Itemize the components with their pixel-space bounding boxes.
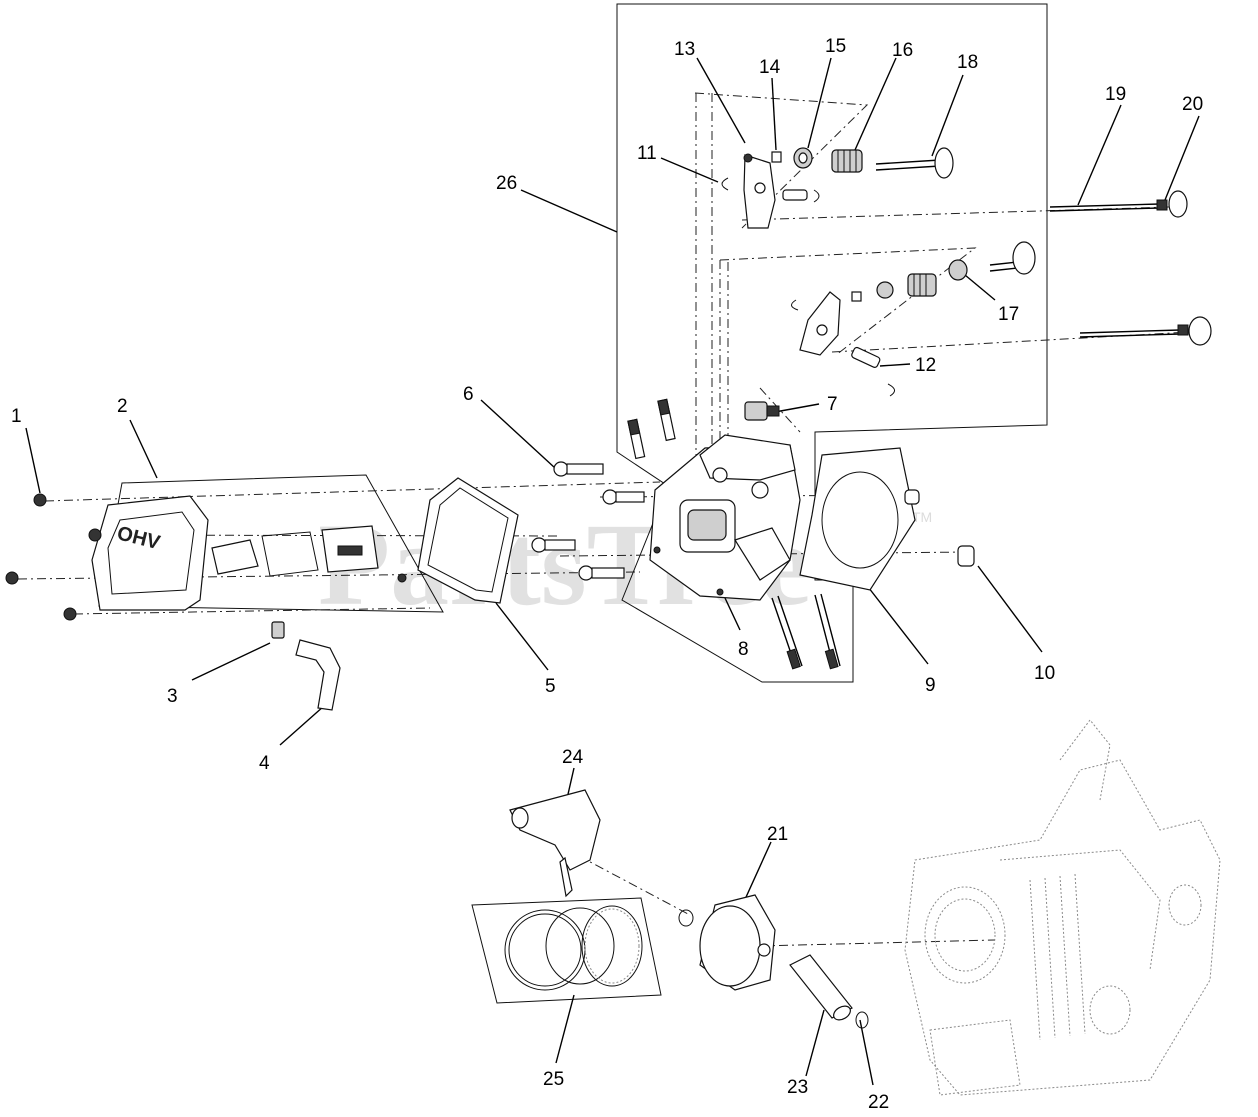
clip-upper [721,177,729,191]
valve-stem-seal [948,259,968,281]
callout-15[interactable]: 15 [825,36,846,57]
callout-24[interactable]: 24 [562,747,584,768]
tappet-lower [1177,316,1212,346]
leader-lines [25,57,1200,1086]
callout-7[interactable]: 7 [827,394,838,415]
callout-16[interactable]: 16 [892,40,913,61]
piston-pin [789,954,853,1021]
callout-25[interactable]: 25 [543,1069,564,1090]
tappet-upper [1156,190,1188,218]
watermark-trademark: TM [912,509,932,525]
valve-train [721,147,1212,397]
piston-ring-frame [471,897,662,1004]
cylinder-head [649,434,801,601]
callout-22[interactable]: 22 [868,1092,889,1113]
callout-20[interactable]: 20 [1182,94,1203,115]
valve-spring-upper [831,149,863,173]
valve-lower [989,241,1036,275]
callout-5[interactable]: 5 [545,676,556,697]
callout-17[interactable]: 17 [998,304,1019,325]
callout-14[interactable]: 14 [759,57,781,78]
push-rod-upper [1049,203,1161,212]
piston-pin-clip-right [855,1011,869,1029]
spark-plug [744,401,780,421]
callout-26[interactable]: 26 [496,173,517,194]
valve-upper [875,147,954,179]
piston-pin-clip-left [678,909,694,927]
callout-1[interactable]: 1 [11,406,22,427]
rocker-cover: OHV [91,495,209,611]
head-bolts [531,461,645,581]
callout-8[interactable]: 8 [738,639,749,660]
rocker-arm-lower [799,291,841,356]
engine-block [904,719,1221,1096]
callout-4[interactable]: 4 [259,753,270,774]
piston [699,894,776,991]
callout-6[interactable]: 6 [463,384,474,405]
callout-13[interactable]: 13 [674,39,695,60]
breather-tube [271,621,341,711]
callout-18[interactable]: 18 [957,52,978,73]
breather-parts [211,525,379,577]
dowel-pin [957,545,975,567]
callout-19[interactable]: 19 [1105,84,1126,105]
callout-11[interactable]: 11 [637,143,657,164]
head-studs [627,398,841,670]
callout-10[interactable]: 10 [1034,663,1055,684]
callout-12[interactable]: 12 [915,355,936,376]
callout-23[interactable]: 23 [787,1077,808,1098]
rocker-cover-gasket [417,477,519,604]
head-gasket [799,447,916,591]
callout-21[interactable]: 21 [767,824,788,845]
push-rod-lower [1079,329,1181,338]
valve-spring-lower [907,273,937,297]
callout-3[interactable]: 3 [167,686,178,707]
callout-2[interactable]: 2 [117,396,128,417]
rocker-pivot-pin [851,346,881,368]
piston-rings [504,905,643,991]
valve-keeper-upper [771,151,782,163]
callout-9[interactable]: 9 [925,675,936,696]
connecting-rod [509,789,601,898]
cover-bolts [5,493,407,621]
callout-labels: 1 2 3 4 5 6 7 8 9 10 11 12 13 14 15 16 1… [11,36,1203,1113]
